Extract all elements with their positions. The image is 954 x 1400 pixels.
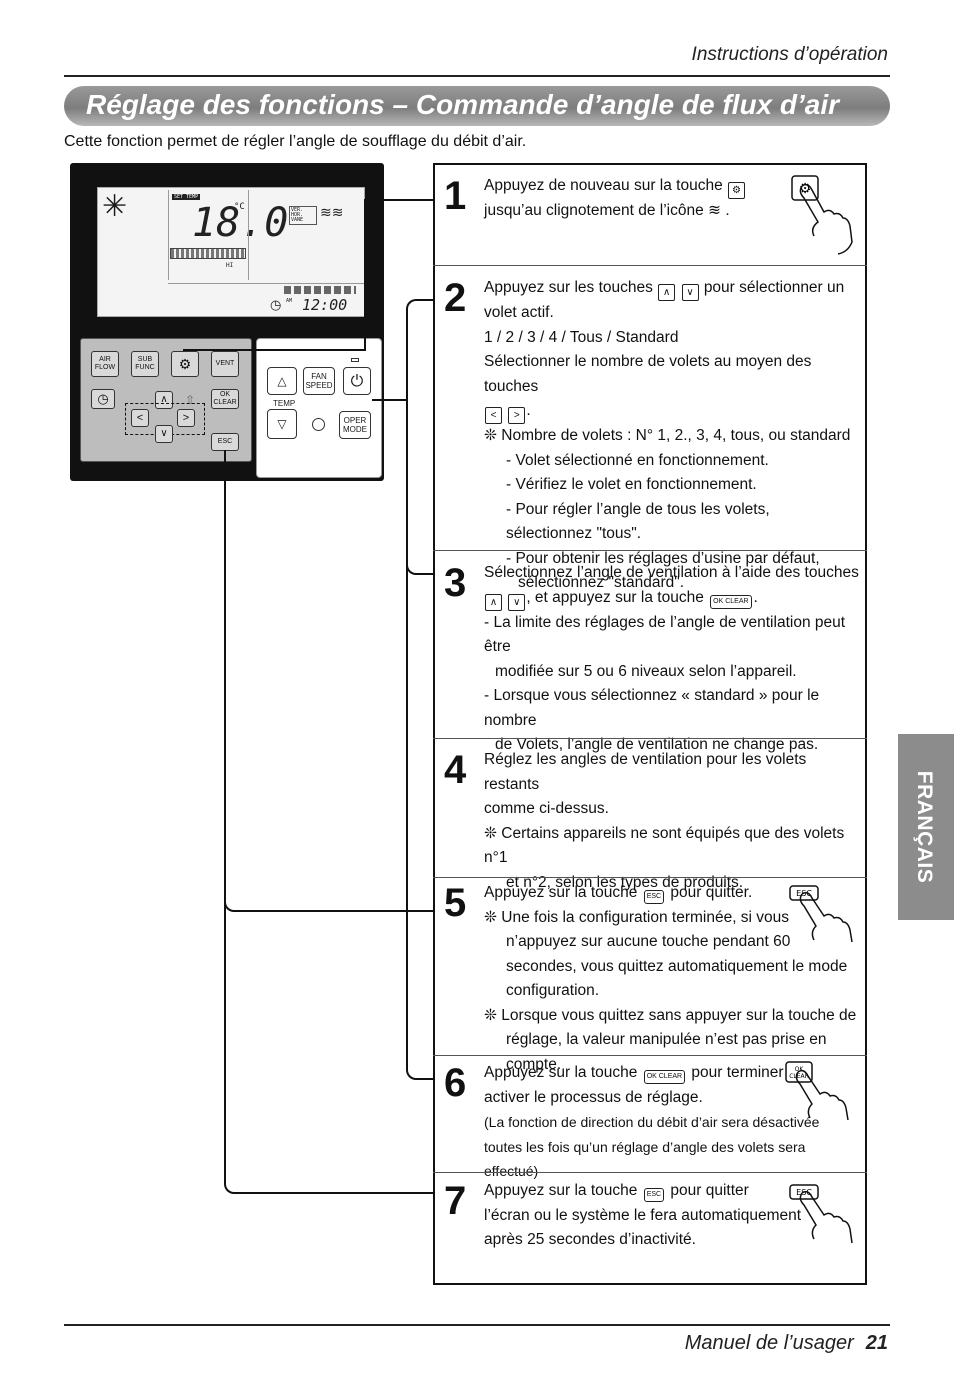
- sensor-dot: [312, 418, 325, 431]
- lcd-hi: HI: [226, 262, 234, 269]
- left-keypad: AIR FLOW SUB FUNC ⚙ VENT ◷ ∧ ⇧ OK CLEAR …: [80, 338, 252, 462]
- lcd-time: 12:00: [302, 296, 348, 314]
- down-key-icon: ∨: [681, 284, 699, 301]
- up-button[interactable]: ∧: [155, 391, 173, 409]
- hand-press-icon: OK CLEAR: [785, 1061, 849, 1121]
- ok-clear-key-icon: OK CLEAR: [710, 594, 752, 609]
- vane-icon: ≋: [708, 202, 722, 219]
- temp-up-button[interactable]: △: [267, 367, 297, 395]
- step-1-text: Appuyez de nouveau sur la touche ⚙ jusqu…: [484, 174, 746, 224]
- ok-clear-key-icon: OK CLEAR: [643, 1070, 686, 1084]
- lcd-divider-v2: [248, 190, 249, 280]
- left-button[interactable]: <: [131, 409, 149, 427]
- timer-button[interactable]: ◷: [91, 389, 115, 409]
- language-tab: FRANÇAIS: [898, 734, 954, 920]
- fan-speed-button[interactable]: FAN SPEED: [303, 367, 335, 395]
- step-5-divider: [433, 877, 867, 878]
- step-2-text: Appuyez sur les touches ∧ ∨ pour sélecti…: [484, 279, 851, 591]
- clock-icon: ◷: [270, 297, 282, 312]
- step-3-divider: [433, 550, 867, 551]
- step-number: 3: [444, 561, 467, 605]
- down-button[interactable]: ∨: [155, 425, 173, 443]
- svg-text:CLEAR: CLEAR: [789, 1073, 809, 1080]
- esc-key-icon: ESC: [643, 1188, 665, 1202]
- lcd-divider-v: [168, 190, 169, 280]
- step-number: 6: [444, 1061, 467, 1105]
- vent-button[interactable]: VENT: [211, 351, 239, 377]
- hand-press-icon: ESC: [789, 1184, 853, 1244]
- up-key-icon: ∧: [658, 284, 676, 301]
- intro-text: Cette fonction permet de régler l’angle …: [64, 133, 527, 150]
- language-tab-label: FRANÇAIS: [913, 770, 936, 884]
- manual-title: Manuel de l’usager: [684, 1332, 854, 1354]
- footer-rule: [64, 1324, 890, 1326]
- header-rule: [64, 75, 890, 77]
- oper-mode-button[interactable]: OPER MODE: [339, 411, 371, 439]
- esc-key-icon: ESC: [643, 890, 665, 904]
- weekday-row: [284, 286, 356, 294]
- step-number: 7: [444, 1179, 467, 1223]
- wire-step-5-7: [224, 450, 434, 912]
- step-3-text: Sélectionnez l’angle de ventilation à l’…: [484, 564, 859, 753]
- fan-level-bar: [170, 248, 246, 259]
- vane-icon: ≋≋: [320, 204, 344, 220]
- settings-key-icon: ⚙: [728, 182, 746, 199]
- wire-step-1-vertical: [364, 199, 366, 349]
- step-2-divider: [433, 265, 867, 266]
- step-number: 5: [444, 881, 467, 925]
- wire-step-7: [224, 900, 434, 1194]
- step-4-divider: [433, 738, 867, 739]
- step-6-text: Appuyez sur la touche OK CLEAR pour term…: [484, 1064, 820, 1179]
- page-number: 21: [865, 1332, 888, 1354]
- step-number: 2: [444, 276, 467, 320]
- temp-label: TEMP: [273, 399, 296, 408]
- time-ampm: AM: [286, 298, 293, 304]
- step-5-text: Appuyez sur la touche ESC pour quitter. …: [484, 884, 857, 1073]
- right-key-icon: >: [508, 407, 526, 424]
- lcd-temperature: 18.0: [192, 200, 289, 246]
- footer: Manuel de l’usager 21: [685, 1332, 888, 1355]
- steps-panel: [433, 163, 867, 1285]
- title-bar: Réglage des fonctions – Commande d’angle…: [64, 86, 890, 126]
- vane-label: VER. HOR. VANE: [289, 206, 317, 225]
- esc-button[interactable]: ESC: [211, 433, 239, 451]
- page-title: Réglage des fonctions – Commande d’angle…: [86, 89, 840, 120]
- right-keypad: △ FAN SPEED ⏻ TEMP ▽ OPER MODE: [256, 338, 382, 478]
- hand-press-icon: ESC: [789, 885, 853, 943]
- power-indicator: [351, 358, 359, 362]
- lcd-display: ✳ SET TEMP 18.0 °C HI VER. HOR. VANE ≋≋ …: [97, 187, 365, 317]
- snowflake-icon: ✳: [102, 190, 128, 223]
- step-number: 4: [444, 748, 467, 792]
- lcd-divider-h: [168, 283, 364, 284]
- wire-arrows-link: [372, 399, 408, 401]
- wire-step-6: [406, 400, 434, 1080]
- wire-step-1-down: [183, 349, 366, 351]
- settings-button[interactable]: ⚙: [171, 351, 199, 377]
- step-7-text: Appuyez sur la touche ESC pour quitter l…: [484, 1182, 802, 1248]
- air-flow-button[interactable]: AIR FLOW: [91, 351, 119, 377]
- down-key-icon: ∨: [508, 593, 526, 611]
- lcd-unit: °C: [234, 202, 245, 212]
- up-key-icon: ∧: [485, 593, 502, 611]
- step-4-text: Réglez les angles de ventilation pour le…: [484, 751, 845, 891]
- sub-func-button[interactable]: SUB FUNC: [131, 351, 159, 377]
- ok-clear-button[interactable]: OK CLEAR: [211, 389, 239, 409]
- right-button[interactable]: >: [177, 409, 195, 427]
- section-header: Instructions d’opération: [691, 44, 888, 65]
- set-temp-label: SET TEMP: [172, 194, 201, 200]
- step-number: 1: [444, 174, 467, 218]
- power-button[interactable]: ⏻: [343, 367, 371, 395]
- hand-press-icon: ⚙: [791, 175, 853, 255]
- wire-step-1: [366, 199, 434, 201]
- step-6-divider: [433, 1055, 867, 1056]
- step-7-divider: [433, 1172, 867, 1173]
- svg-text:OK: OK: [795, 1066, 805, 1073]
- temp-down-button[interactable]: ▽: [267, 409, 297, 439]
- lock-icon: ⇧: [185, 393, 196, 407]
- left-key-icon: <: [485, 407, 502, 424]
